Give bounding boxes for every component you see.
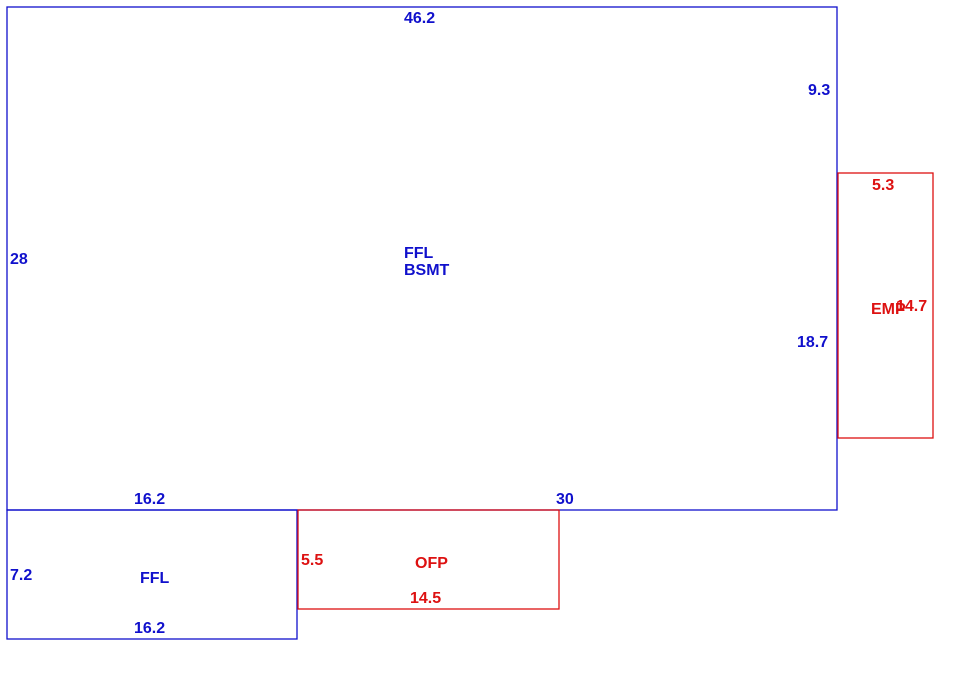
ffl-lower-bottom-dimension: 16.2 xyxy=(134,620,165,637)
main-top-dimension: 46.2 xyxy=(404,10,435,27)
emp-right-dimension: 14.7 xyxy=(896,298,927,315)
ffl-lower-area-label: FFL xyxy=(140,570,170,587)
ffl-lower-left-dimension: 7.2 xyxy=(10,567,32,584)
main-right-lower-dimension: 18.7 xyxy=(797,334,828,351)
ofp-bottom-dimension: 14.5 xyxy=(410,590,441,607)
main-bottom-left-dimension: 16.2 xyxy=(134,491,165,508)
ofp-area-label: OFP xyxy=(415,555,448,572)
emp-area-label: EMP xyxy=(871,301,906,318)
ofp-left-dimension: 5.5 xyxy=(301,552,323,569)
main-bottom-right-dimension: 30 xyxy=(556,491,574,508)
main-area-label-ffl: FFL xyxy=(404,245,434,262)
main-right-upper-dimension: 9.3 xyxy=(808,82,830,99)
emp-area-outline xyxy=(837,172,934,439)
main-left-dimension: 28 xyxy=(10,251,28,268)
emp-top-dimension: 5.3 xyxy=(872,177,894,194)
main-area-label-bsmt: BSMT xyxy=(404,262,450,279)
ffl-lower-area-outline xyxy=(6,509,298,640)
ofp-area-outline xyxy=(297,509,560,610)
